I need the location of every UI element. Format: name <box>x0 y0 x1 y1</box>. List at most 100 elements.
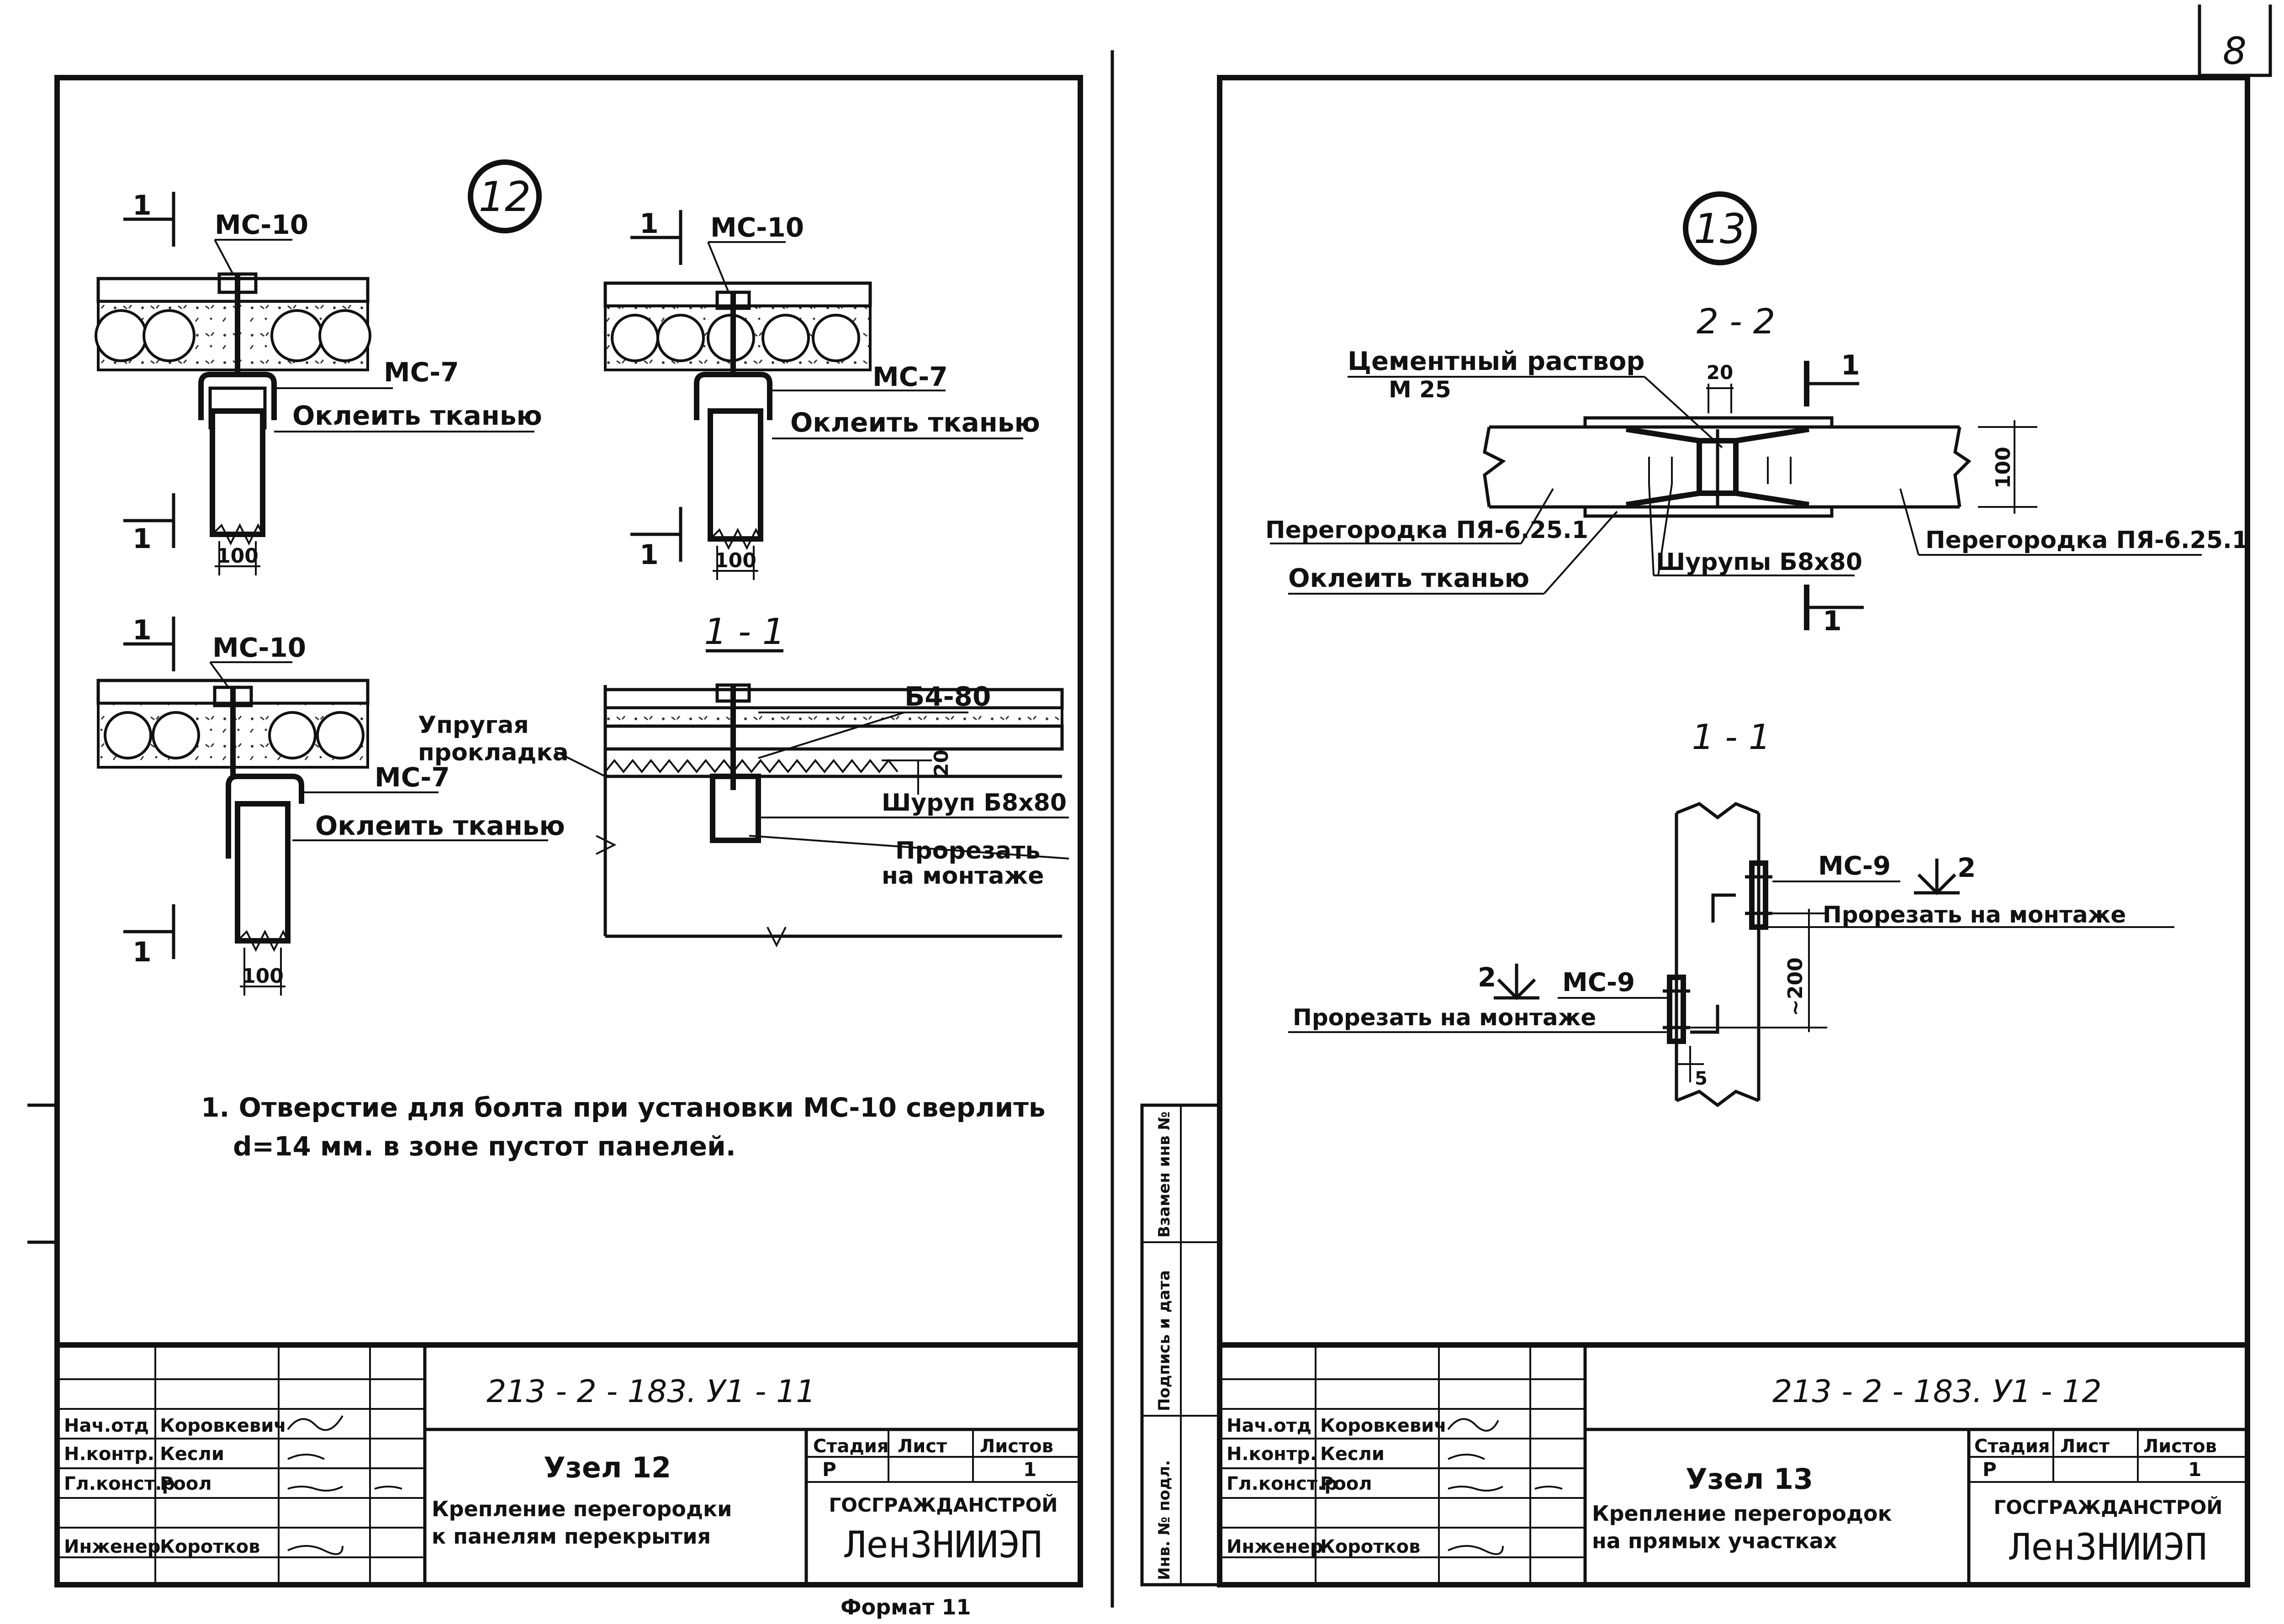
cut-mark-right-bottom: 1 <box>1823 605 1842 637</box>
label-mc10-c: МС-10 <box>212 632 306 663</box>
name-3-right: Роол <box>1320 1473 1372 1494</box>
node-title-left: Узел 12 <box>544 1451 671 1484</box>
stage-left: Р <box>822 1458 836 1481</box>
sheet-header-right: Лист <box>2060 1436 2110 1457</box>
label-mortar-2: М 25 <box>1389 376 1451 403</box>
label-mc7-b: МС-7 <box>872 361 948 392</box>
label-groove-left-2: на монтаже <box>882 862 1044 890</box>
role-5-right: Инженер <box>1227 1536 1323 1557</box>
cut-mark-right-top: 1 <box>1841 349 1860 381</box>
desc-line1-right: Крепление перегородок <box>1592 1501 1892 1526</box>
dim-100-b: 100 <box>714 549 756 572</box>
role-5-left: Инженер <box>64 1536 160 1557</box>
label-cloth-c: Оклеить тканью <box>315 810 565 841</box>
label-cloth-right: Оклеить тканью <box>1288 564 1529 593</box>
side-stamp: Взамен инв № Подпись и дата Инв. № подл. <box>1140 1103 1221 1587</box>
sheets-header-left: Листов <box>980 1436 1053 1457</box>
label-groove-lower: Прорезать на монтаже <box>1293 1004 1596 1031</box>
name-2-right: Кесли <box>1320 1444 1385 1465</box>
node-13-number: 13 <box>1694 205 1746 253</box>
format-label: Формат 11 <box>841 1595 971 1619</box>
left-sheet: 12 100 1 1 МС <box>27 75 1083 1619</box>
stamp-inv-original: Инв. № подл. <box>1155 1460 1174 1580</box>
desc-line2-left: к панелям перекрытия <box>432 1524 711 1549</box>
section-2-2: 2 - 2 Цементный раствор М 25 20 <box>1265 301 2248 637</box>
org-line1-left: ГОСГРАЖДАНСТРОЙ <box>829 1493 1058 1516</box>
desc-line1-left: Крепление перегородки <box>432 1497 732 1521</box>
role-3-left: Гл.конст.р <box>64 1473 175 1494</box>
cut-mark-a-top: 1 <box>132 190 152 221</box>
dim-20-right: 20 <box>1707 361 1733 384</box>
label-screws: Шурупы Б8х80 <box>1656 548 1862 576</box>
node-12-number: 12 <box>479 173 531 221</box>
section-1-1-right-title: 1 - 1 <box>1692 717 1771 757</box>
cut-mark-c-top: 1 <box>132 614 152 646</box>
label-partition-right: Перегородка ПЯ-6.25.1 <box>1925 527 2248 554</box>
sheets-header-right: Листов <box>2143 1436 2217 1457</box>
sheet-count-right: 1 <box>2188 1458 2201 1481</box>
dim-100-c: 100 <box>242 965 284 988</box>
label-elastic-1: Упругая <box>418 712 529 739</box>
dim-20-left: 20 <box>930 750 952 776</box>
signatures-right <box>1447 1418 1563 1555</box>
title-block-right: 213 - 2 - 183. У1 - 12 Нач.отд Н.контр. … <box>1220 1342 2247 1585</box>
dim-200: ~200 <box>1784 957 1807 1016</box>
label-mc9-upper: МС-9 <box>1818 851 1891 881</box>
name-1-left: Коровкевич <box>160 1415 286 1436</box>
page-number-box: 8 <box>2198 5 2272 77</box>
label-cloth-a: Оклеить тканью <box>292 400 542 431</box>
note-line-2: d=14 мм. в зоне пустот панелей. <box>233 1131 736 1162</box>
label-mc7-a: МС-7 <box>384 357 459 388</box>
label-mc7-c: МС-7 <box>375 762 450 793</box>
node-12-marker: 12 <box>468 159 542 233</box>
label-elastic-2: прокладка <box>418 739 569 766</box>
role-1-right: Нач.отд <box>1227 1415 1311 1436</box>
dim-100-a: 100 <box>217 544 259 568</box>
cut-mark-a-bottom: 1 <box>132 523 152 555</box>
doc-code-left: 213 - 2 - 183. У1 - 11 <box>486 1374 816 1410</box>
cut-mark-b-bottom: 1 <box>640 539 659 571</box>
right-sheet-frame <box>1217 75 2250 1587</box>
doc-code-right: 213 - 2 - 183. У1 - 12 <box>1772 1374 2102 1410</box>
org-line2-right: ЛенЗНИИЭП <box>2009 1526 2207 1568</box>
note-line-1: 1. Отверстие для болта при установки МС-… <box>201 1092 1046 1123</box>
label-cloth-b: Оклеить тканью <box>790 407 1040 438</box>
node-13-marker: 13 <box>1683 191 1757 265</box>
label-mc10-b: МС-10 <box>710 212 804 243</box>
section-1-1-left-title: 1 - 1 <box>704 612 785 653</box>
dim-5: 5 <box>1695 1068 1708 1089</box>
role-3-right: Гл.конст.р <box>1227 1473 1338 1494</box>
detail-b: 100 1 1 МС-10 МС-7 Оклеить тканью <box>603 208 1040 580</box>
section-1-1-left: 1 - 1 Б4-80 Упругая прокладка 20 <box>418 612 1069 948</box>
role-2-left: Н.контр. <box>64 1444 154 1465</box>
desc-line2-right: на прямых участках <box>1592 1529 1837 1553</box>
label-mc9-lower: МС-9 <box>1562 968 1635 997</box>
org-line1-right: ГОСГРАЖДАНСТРОЙ <box>1994 1496 2223 1519</box>
name-5-right: Коротков <box>1320 1536 1420 1557</box>
sheet-header-left: Лист <box>898 1436 947 1457</box>
label-screw-left: Шуруп Б8х80 <box>882 789 1067 817</box>
role-1-left: Нач.отд <box>64 1415 149 1436</box>
detail-c: 100 1 1 МС-10 МС-7 Оклеить тканью <box>96 614 565 996</box>
dim-100-right: 100 <box>1992 447 2015 489</box>
label-mortar-1: Цементный раствор <box>1348 347 1644 376</box>
stamp-replace-inv: Взамен инв № <box>1155 1112 1174 1238</box>
signatures-left <box>287 1415 402 1555</box>
cut-mark-2-upper: 2 <box>1957 852 1976 883</box>
label-mc10-a: МС-10 <box>215 209 308 240</box>
detail-a: 100 1 1 МС-10 МС-7 Оклеить тканью <box>95 190 542 575</box>
section-2-2-title: 2 - 2 <box>1697 301 1775 342</box>
org-line2-left: ЛенЗНИИЭП <box>844 1524 1042 1566</box>
name-5-left: Коротков <box>160 1536 260 1557</box>
name-3-left: Роол <box>160 1473 212 1494</box>
label-partition-left: Перегородка ПЯ-6.25.1 <box>1265 517 1588 544</box>
name-2-left: Кесли <box>160 1444 224 1465</box>
label-b480: Б4-80 <box>904 681 991 712</box>
title-block-left: 213 - 2 - 183. У1 - 11 Нач.отд Н.контр. … <box>57 1342 1080 1585</box>
stamp-sign-date: Подпись и дата <box>1155 1270 1174 1411</box>
section-1-1-right: 1 - 1 МС-9 2 Прорезать на монтаже ~2 <box>1288 717 2174 1107</box>
stage-header-left: Стадия <box>813 1436 889 1457</box>
stage-right: Р <box>1983 1458 1997 1481</box>
page-number: 8 <box>2223 30 2247 73</box>
